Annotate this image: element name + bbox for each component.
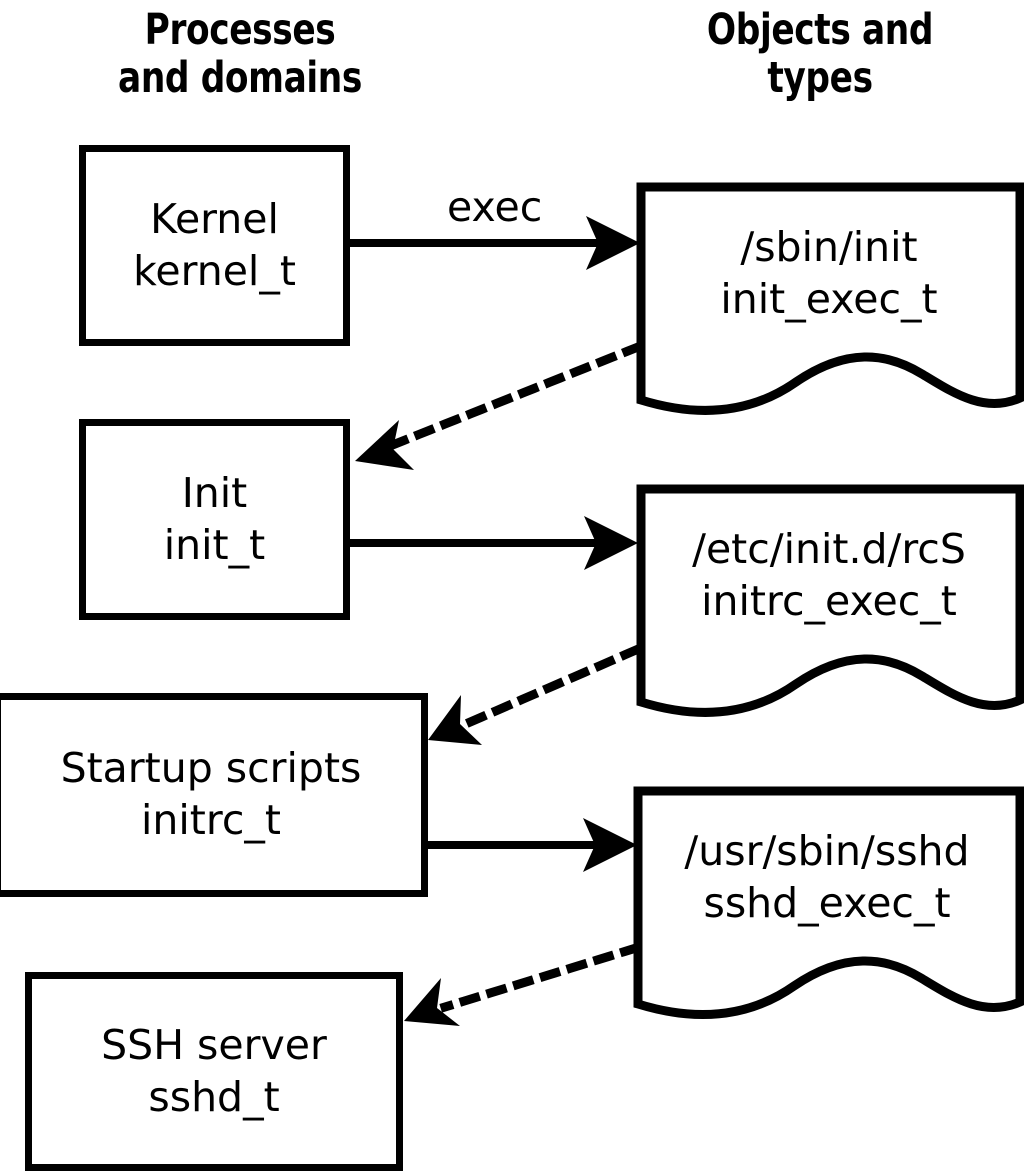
process-box-kernel-type: kernel_t [133, 246, 296, 295]
object-box-initrc-exec[interactable] [636, 484, 1024, 740]
object-box-init-exec[interactable] [636, 182, 1024, 438]
process-box-initrc-type: initrc_t [141, 796, 281, 844]
edge-transition1 [355, 341, 644, 470]
object-box-sshd-exec-type: sshd_exec_t [703, 878, 951, 927]
edge-label-exec: exec [447, 183, 543, 231]
process-box-init-name: Init [181, 468, 248, 517]
object-box-init-exec-label: /sbin/init init_exec_t [636, 222, 1022, 325]
column-header-processes-line1: Processes [144, 5, 336, 55]
process-box-initrc-name: Startup scripts [60, 744, 362, 793]
process-box-sshd[interactable]: SSH server sshd_t [25, 972, 403, 1171]
object-box-sshd-exec-label: /usr/sbin/sshd sshd_exec_t [633, 826, 1021, 929]
process-box-init[interactable]: Init init_t [79, 419, 350, 620]
edge-exec3 [428, 818, 637, 872]
object-box-initrc-exec-label: /etc/init.d/rcS initrc_exec_t [636, 524, 1022, 627]
process-box-sshd-name: SSH server [101, 1020, 327, 1069]
edge-transition2 [428, 644, 642, 745]
process-box-initrc[interactable]: Startup scripts initrc_t [0, 693, 428, 897]
process-box-kernel-name: Kernel [150, 194, 279, 243]
column-header-processes-line2: and domains [118, 53, 362, 104]
column-header-objects: Objects and types [652, 6, 988, 102]
object-box-init-exec-type: init_exec_t [720, 274, 938, 323]
edge-exec2 [350, 516, 638, 570]
column-header-objects-line1: Objects and [706, 5, 934, 55]
column-header-objects-line2: types [767, 53, 873, 104]
object-box-sshd-exec-path: /usr/sbin/sshd [684, 827, 970, 875]
process-box-kernel[interactable]: Kernel kernel_t [79, 145, 350, 346]
object-box-initrc-exec-path: /etc/init.d/rcS [692, 525, 966, 573]
process-box-init-type: init_t [163, 520, 266, 569]
object-box-sshd-exec[interactable] [633, 786, 1024, 1042]
edge-transition3 [404, 942, 642, 1026]
process-box-sshd-type: sshd_t [148, 1072, 280, 1121]
object-box-init-exec-path: /sbin/init [740, 223, 918, 271]
column-header-processes: Processes and domains [72, 6, 408, 102]
object-box-initrc-exec-type: initrc_exec_t [701, 576, 957, 625]
